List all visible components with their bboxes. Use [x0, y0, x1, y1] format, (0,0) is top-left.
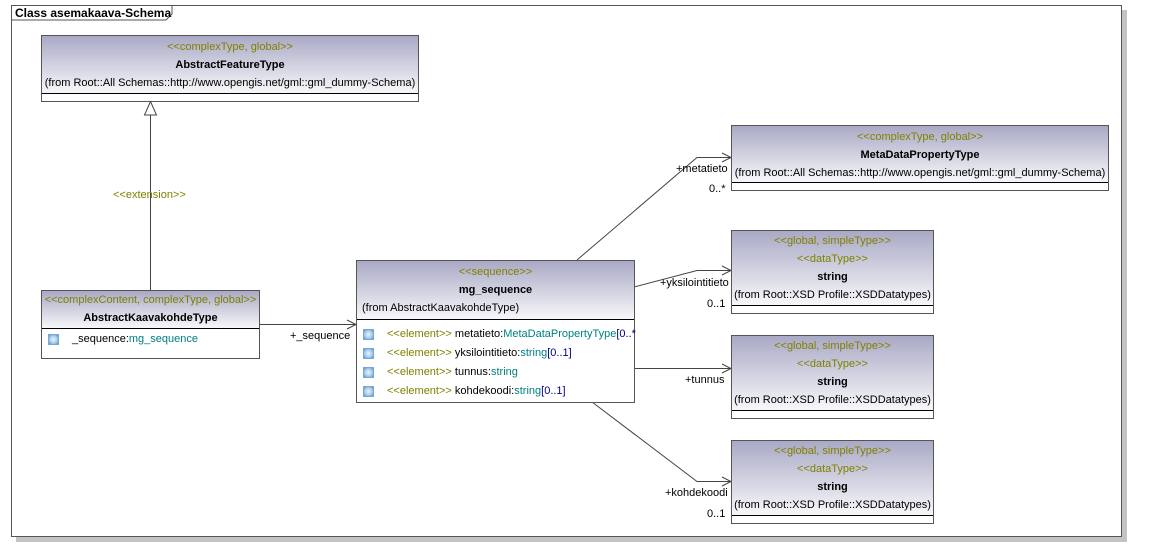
class-stereotype: <<global, simpleType>> — [774, 445, 891, 457]
class-attributes: <<element>> metatieto:MetaDataPropertyTy… — [357, 320, 636, 401]
sequence-role-label: +_sequence — [290, 330, 351, 342]
class-stereotype: <<sequence>> — [458, 266, 533, 278]
class-attributes: _sequence:mg_sequence — [42, 329, 259, 349]
tunnus-role-label: +tunnus — [685, 374, 725, 386]
class-origin: (from AbstractKaavakohdeType) — [362, 302, 520, 314]
class-stereotype-secondary: <<dataType>> — [797, 463, 868, 475]
class-abstract-kaavakohde-type[interactable]: <<complexContent, complexType, global>> … — [41, 290, 260, 359]
attribute-row[interactable]: <<element>> kohdekoodi:string[0..1] — [357, 382, 634, 401]
attribute-type: MetaDataPropertyType — [503, 328, 617, 340]
attribute-name: tunnus: — [451, 366, 491, 378]
metatieto-multiplicity-label: 0..* — [709, 183, 726, 195]
attribute-multiplicity: [0..* — [616, 328, 636, 340]
class-origin: (from Root::XSD Profile::XSDDatatypes) — [734, 394, 931, 406]
class-origin: (from Root::All Schemas::http://www.open… — [44, 77, 416, 89]
attribute-stereotype: <<element>> — [387, 347, 452, 359]
kohdekoodi-multiplicity-label: 0..1 — [707, 508, 726, 520]
attribute-stereotype: <<element>> — [387, 328, 452, 340]
class-stereotype: <<global, simpleType>> — [774, 235, 891, 247]
attribute-row[interactable]: <<element>> tunnus:string — [357, 363, 634, 382]
class-stereotype-secondary: <<dataType>> — [797, 253, 868, 265]
attribute-icon — [363, 329, 374, 340]
class-metadata-property-type[interactable]: <<complexType, global>> MetaDataProperty… — [731, 125, 1109, 191]
class-header: <<sequence>> mg_sequence (from AbstractK… — [357, 261, 634, 320]
metatieto-role-label: +metatieto — [676, 163, 728, 175]
attribute-multiplicity: [0..1] — [541, 385, 566, 397]
class-stereotype: <<complexContent, complexType, global>> — [44, 294, 257, 306]
class-abstract-feature-type[interactable]: <<complexType, global>> AbstractFeatureT… — [41, 35, 419, 102]
attribute-name: _sequence: — [72, 333, 129, 345]
class-header: <<global, simpleType>> <<dataType>> stri… — [732, 231, 933, 306]
yksilointitieto-role-label: +yksilointitieto — [660, 277, 729, 289]
class-header: <<complexContent, complexType, global>> … — [42, 291, 259, 329]
attribute-stereotype: <<element>> — [387, 385, 452, 397]
attribute-text: <<element>> tunnus:string — [387, 363, 518, 382]
class-stereotype: <<complexType, global>> — [857, 131, 983, 143]
class-string-yksilointitieto[interactable]: <<global, simpleType>> <<dataType>> stri… — [731, 230, 934, 314]
class-origin: (from Root::All Schemas::http://www.open… — [734, 167, 1106, 179]
attribute-icon — [48, 334, 59, 345]
attribute-text: _sequence:mg_sequence — [72, 329, 198, 349]
class-name: MetaDataPropertyType — [860, 149, 980, 161]
attribute-row[interactable]: <<element>> yksilointitieto:string[0..1] — [357, 344, 634, 363]
class-header: <<global, simpleType>> <<dataType>> stri… — [732, 336, 933, 411]
class-name: string — [817, 376, 848, 388]
extension-label: <<extension>> — [113, 189, 186, 201]
attribute-type: mg_sequence — [128, 333, 198, 345]
attribute-type: string — [520, 347, 548, 359]
class-string-tunnus[interactable]: <<global, simpleType>> <<dataType>> stri… — [731, 335, 934, 419]
attribute-stereotype: <<element>> — [387, 366, 452, 378]
attribute-text: <<element>> yksilointitieto:string[0..1] — [387, 344, 572, 363]
attribute-type: string — [490, 366, 518, 378]
class-name: AbstractKaavakohdeType — [83, 312, 218, 324]
class-stereotype: <<global, simpleType>> — [774, 340, 891, 352]
class-header: <<complexType, global>> AbstractFeatureT… — [42, 36, 418, 94]
attribute-row[interactable]: _sequence:mg_sequence — [42, 329, 259, 349]
attribute-name: yksilointitieto: — [451, 347, 521, 359]
attribute-icon — [363, 386, 374, 397]
frame-shadow — [16, 537, 1127, 542]
attribute-name: kohdekoodi: — [451, 385, 515, 397]
attribute-text: <<element>> metatieto:MetaDataPropertyTy… — [387, 325, 636, 344]
yksilointitieto-multiplicity-label: 0..1 — [707, 298, 726, 310]
class-mg-sequence[interactable]: <<sequence>> mg_sequence (from AbstractK… — [356, 260, 636, 403]
attribute-row[interactable]: <<element>> metatieto:MetaDataPropertyTy… — [357, 325, 636, 344]
attribute-type: string — [514, 385, 542, 397]
class-name: string — [817, 271, 848, 283]
class-header: <<complexType, global>> MetaDataProperty… — [732, 126, 1108, 183]
attribute-icon — [363, 367, 374, 378]
class-origin: (from Root::XSD Profile::XSDDatatypes) — [734, 499, 931, 511]
class-string-kohdekoodi[interactable]: <<global, simpleType>> <<dataType>> stri… — [731, 440, 934, 524]
class-origin: (from Root::XSD Profile::XSDDatatypes) — [734, 289, 931, 301]
frame-shadow — [1122, 10, 1127, 542]
class-stereotype: <<complexType, global>> — [167, 41, 293, 53]
class-header: <<global, simpleType>> <<dataType>> stri… — [732, 441, 933, 516]
frame-title: Class asemakaava-Schema — [15, 6, 172, 20]
attribute-icon — [363, 348, 374, 359]
class-stereotype-secondary: <<dataType>> — [797, 358, 868, 370]
class-name: mg_sequence — [458, 284, 533, 296]
kohdekoodi-role-label: +kohdekoodi — [665, 487, 728, 499]
class-name: string — [817, 481, 848, 493]
attribute-name: metatieto: — [451, 328, 504, 340]
attribute-text: <<element>> kohdekoodi:string[0..1] — [387, 382, 566, 401]
attribute-multiplicity: [0..1] — [547, 347, 572, 359]
class-name: AbstractFeatureType — [175, 59, 285, 71]
